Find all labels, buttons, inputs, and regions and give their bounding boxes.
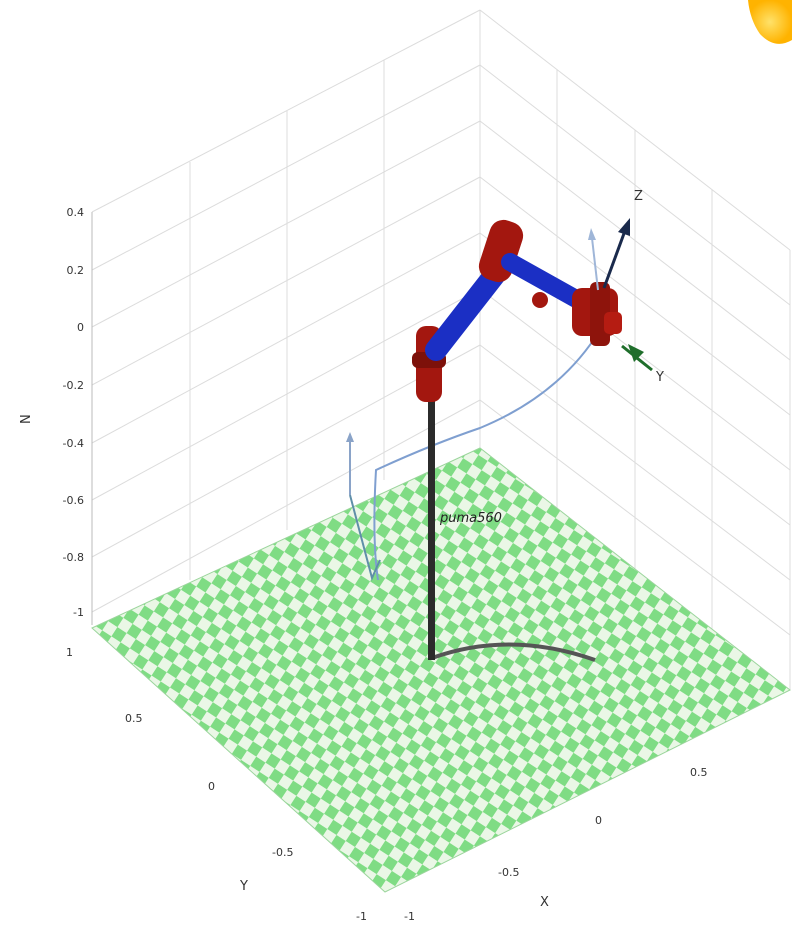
- z-tick-label: 0.4: [67, 206, 85, 219]
- light-source-blob: [748, 0, 792, 44]
- tool-frame-z-arrow-icon: [618, 218, 630, 236]
- robot-name-label: puma560: [439, 511, 502, 526]
- tool-frame-y-label: Y: [655, 370, 664, 385]
- x-tick-label: -1: [404, 910, 415, 923]
- start-frame-z-arrow-icon: [346, 432, 354, 442]
- z-tick-label: -0.2: [63, 379, 84, 392]
- checkered-floor: [91, 447, 791, 893]
- z-tick-label: -1: [73, 606, 84, 619]
- z-axis-label: N: [19, 414, 34, 424]
- y-tick-label: -0.5: [272, 846, 293, 859]
- robot-pedestal: [428, 398, 435, 660]
- tool-frame-z-icon: [602, 227, 628, 289]
- z-tick-label: 0.2: [67, 264, 85, 277]
- back-grid: [91, 9, 791, 690]
- tool-frame-x-arrow-icon: [588, 228, 596, 240]
- elbow-joint: [532, 292, 548, 308]
- forearm-link: [501, 253, 587, 309]
- z-tick-label: -0.8: [63, 551, 84, 564]
- z-tick-label: 0: [77, 321, 84, 334]
- y-tick-label: 0: [208, 780, 215, 793]
- y-tick-label: -1: [356, 910, 367, 923]
- tool-frame-z-label: Z: [634, 189, 643, 204]
- y-tick-label: 0.5: [125, 712, 143, 725]
- x-tick-label: 0.5: [690, 766, 708, 779]
- z-tick-label: -0.4: [63, 437, 84, 450]
- end-effector-trajectory: [373, 329, 601, 581]
- tool-frame-y-arrow-icon: [628, 344, 644, 362]
- upper-arm-link: [425, 257, 511, 361]
- tool-frame-x-icon: [591, 237, 599, 291]
- y-axis: 1 0.5 0 -0.5 -1 Y: [66, 646, 367, 923]
- x-axis: -1 -0.5 0 0.5 X: [404, 766, 708, 923]
- trajectory-start-segment: [349, 494, 381, 582]
- y-axis-label: Y: [239, 879, 248, 894]
- z-tick-label: -0.6: [63, 494, 84, 507]
- z-axis: 0.4 0.2 0 -0.2 -0.4 -0.6 -0.8 -1 N: [19, 206, 93, 625]
- base-arc: [431, 642, 596, 662]
- x-axis-label: X: [540, 895, 549, 910]
- wrist-cap: [604, 312, 622, 334]
- x-tick-label: -0.5: [498, 866, 519, 879]
- x-tick-label: 0: [595, 814, 602, 827]
- y-tick-label: 1: [66, 646, 73, 659]
